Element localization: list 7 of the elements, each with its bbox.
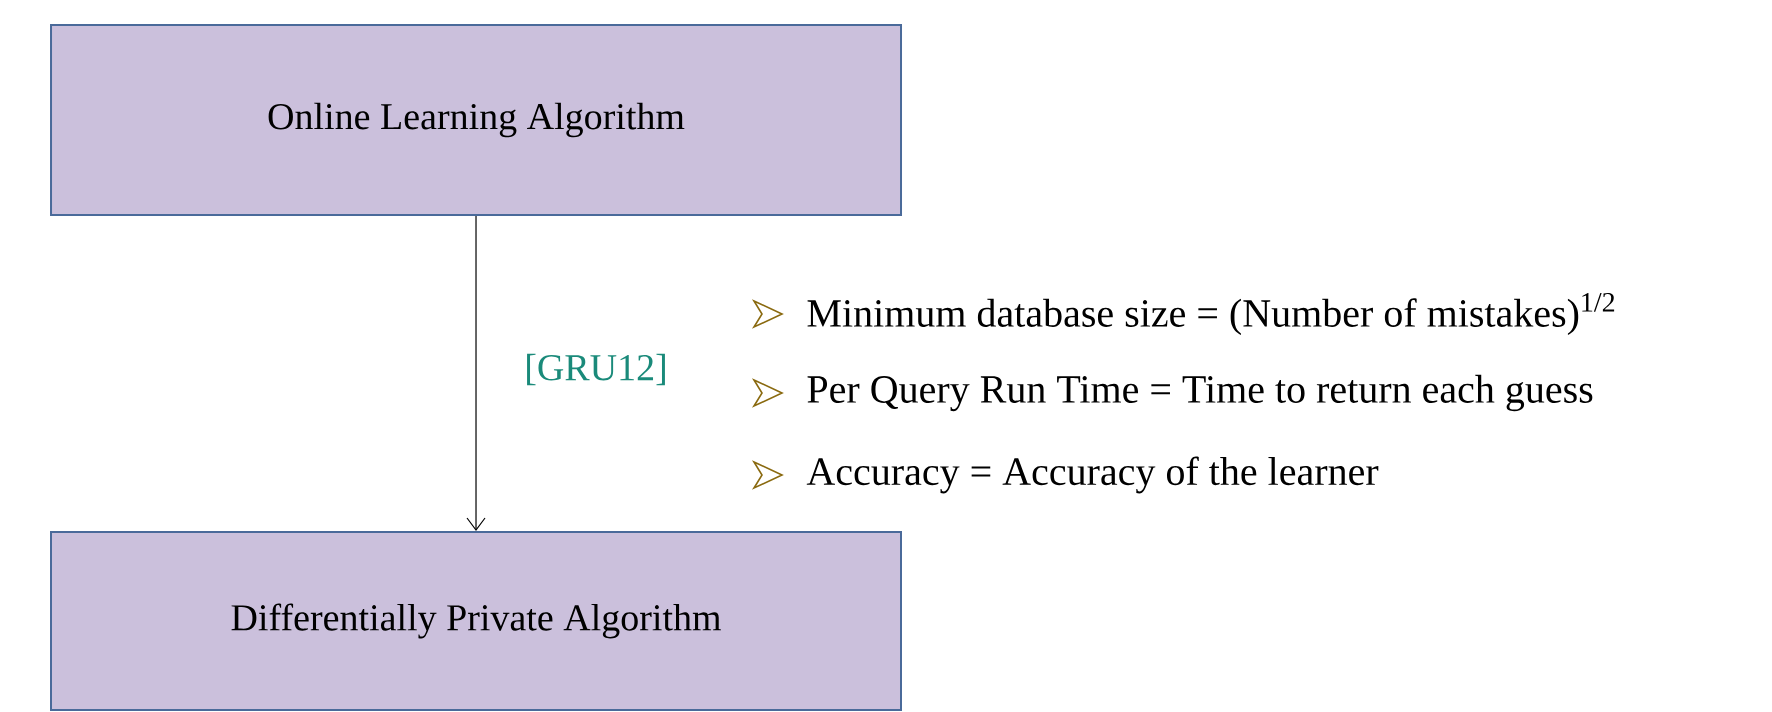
bullet-text: Minimum database size = (Number of mistakes)$^{1/2}$ bbox=[807, 292, 1615, 336]
bullet-text: Accuracy = Accuracy of the learner bbox=[806, 456, 1379, 494]
process-box: Online Learning Algorithm bbox=[50, 24, 902, 216]
bullet-text: Per Query Run Time = Time to return each guess bbox=[807, 374, 1593, 412]
edge-label: [GRU12] bbox=[527, 353, 665, 386]
process-box: Differentially Private Algorithm bbox=[50, 531, 902, 711]
arrow bbox=[466, 215, 486, 531]
